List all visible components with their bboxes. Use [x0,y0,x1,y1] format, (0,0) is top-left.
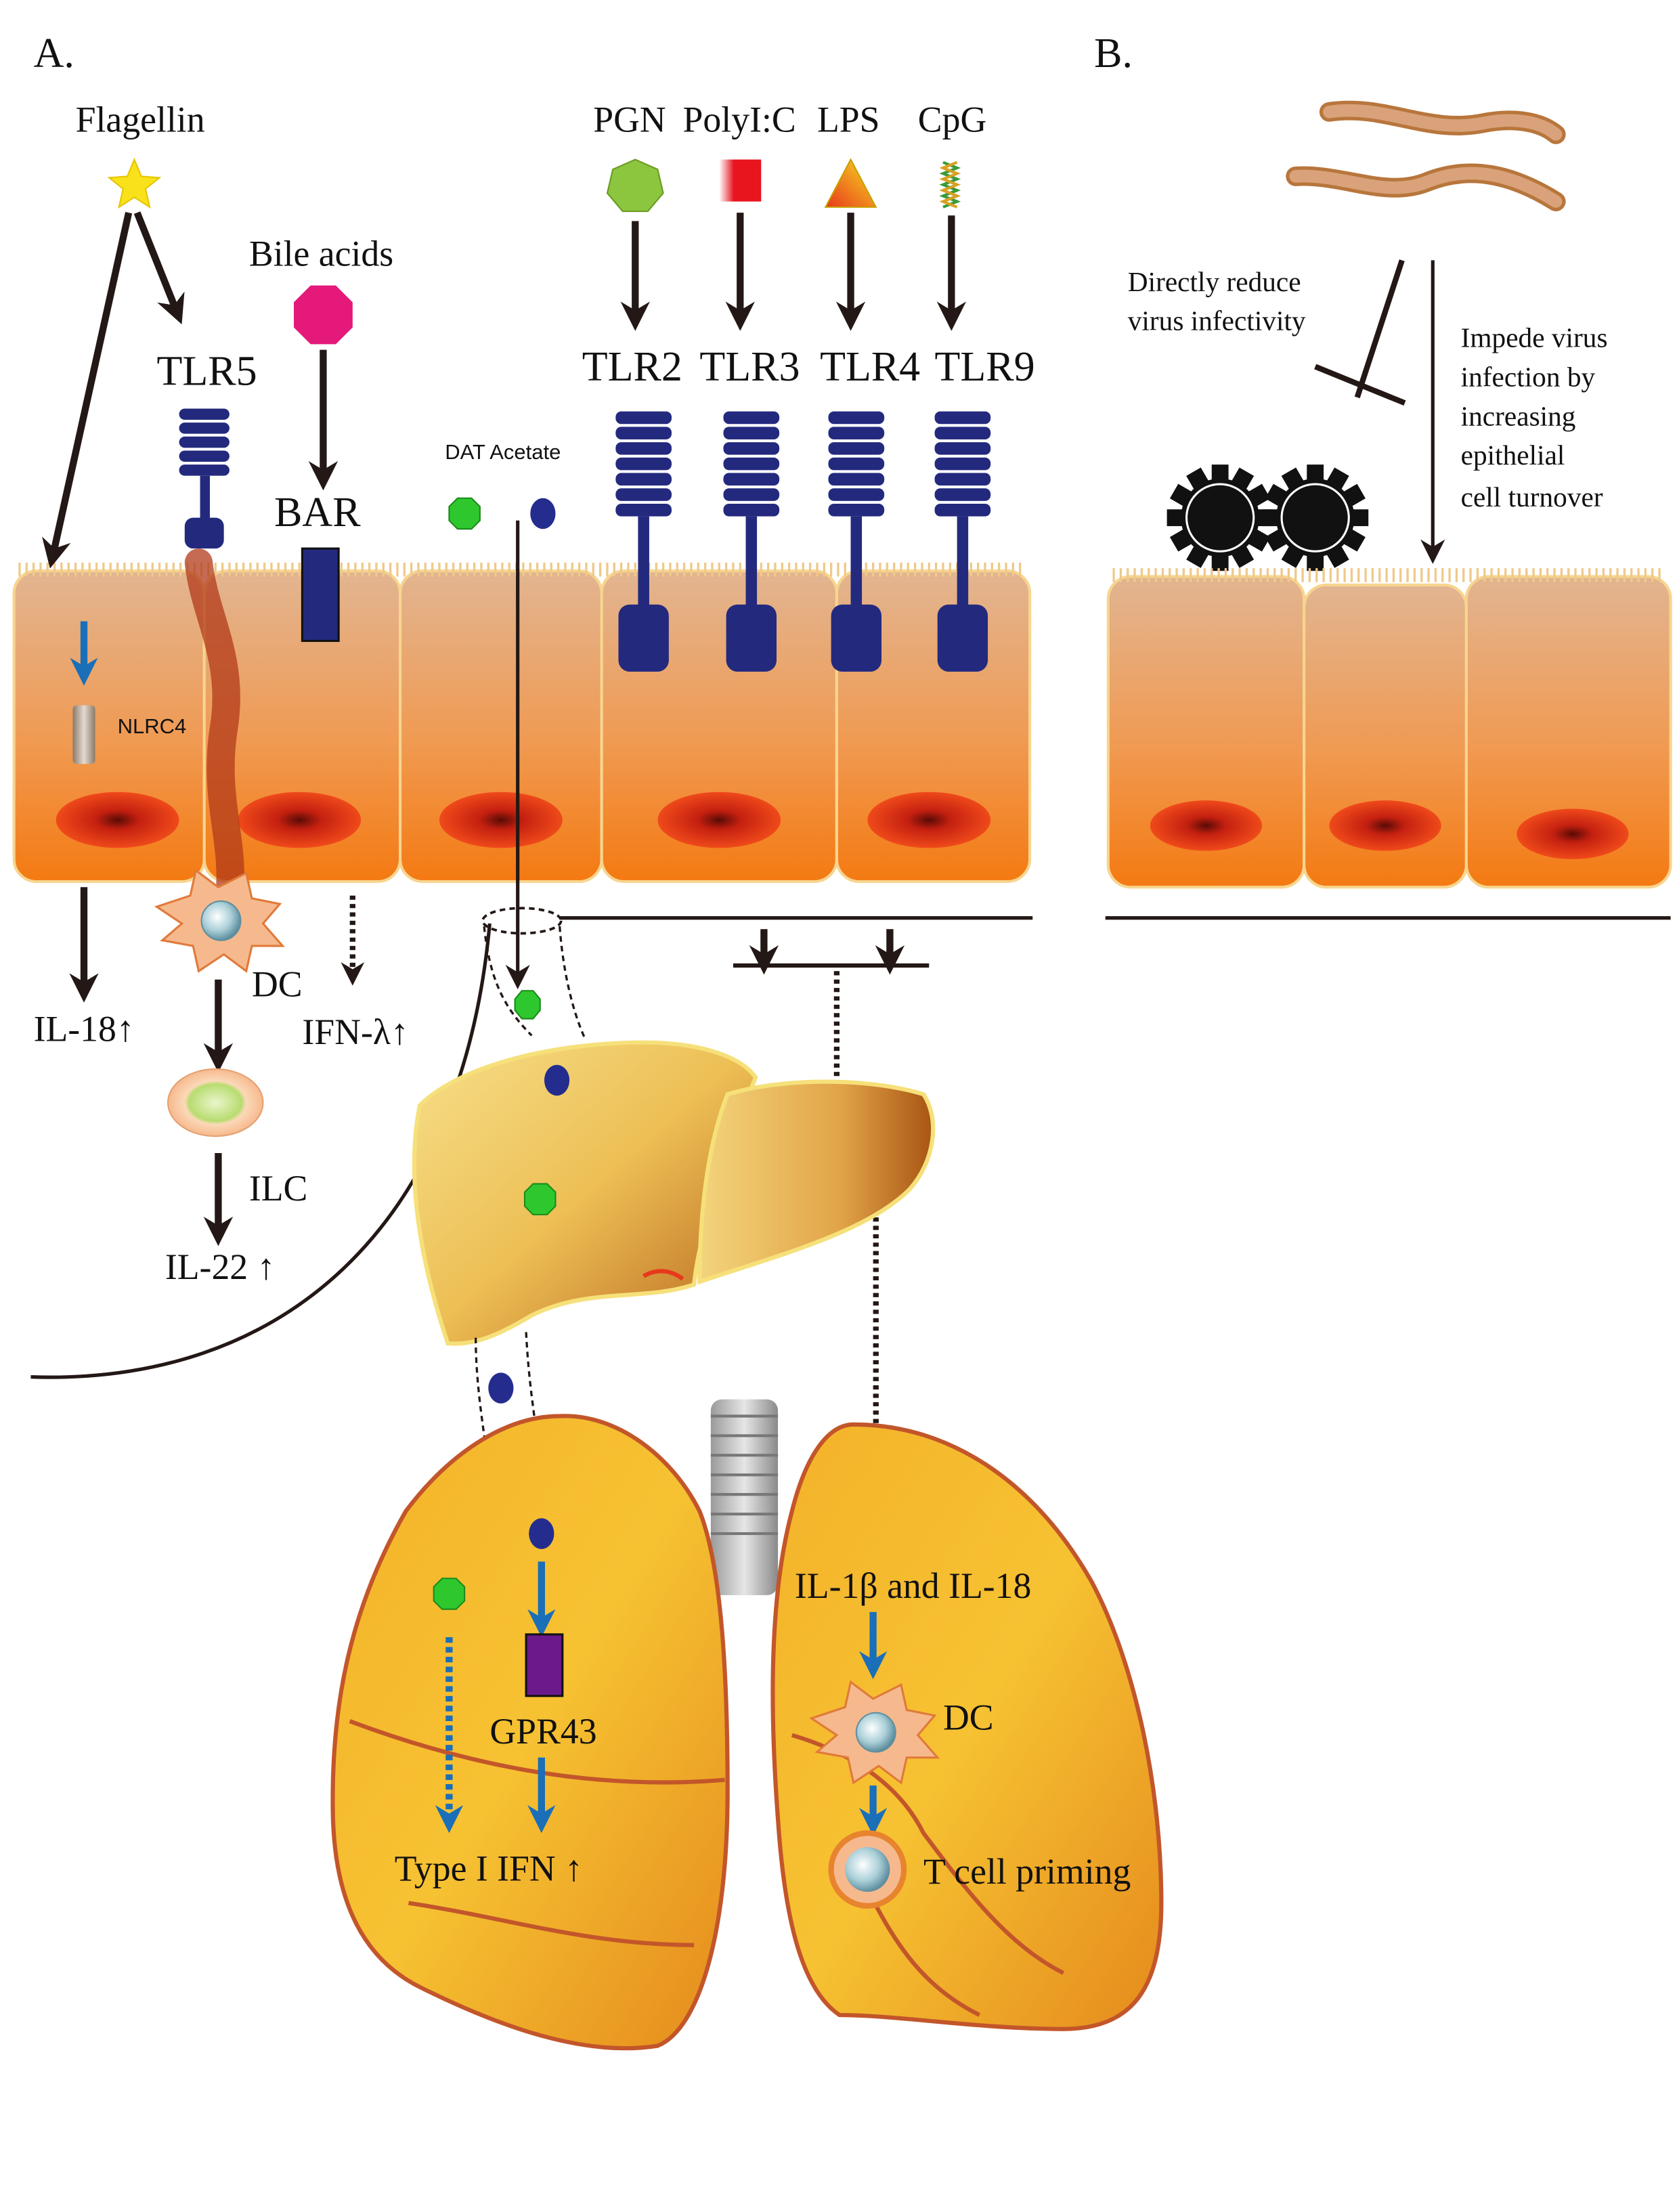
tlr5-label: TLR5 [156,348,257,394]
flagellin-star-icon [107,157,162,209]
polyic-label: PolyI:C [683,99,796,139]
dc-lung-icon [809,1680,940,1785]
virus-icon-2 [1261,463,1370,572]
flagellin-to-nlrc4-arrow [42,212,133,569]
polyic-icon [719,159,762,202]
impede-line3: increasing [1461,400,1576,431]
tlr9-receptor-icon [934,411,991,672]
bile-acids-label: Bile acids [249,234,393,274]
flagellin-to-tlr5-arrow [133,211,185,324]
ilc-icon [167,1068,264,1137]
impede-line5: cell turnover [1461,481,1603,513]
reduce-infectivity-line1: Directly reduce [1128,266,1301,297]
tlr2-label: TLR2 [582,344,682,390]
circulation-curve [30,923,492,1379]
gpr43-receptor-icon [525,1633,564,1697]
lps-triangle-icon [824,158,877,208]
tlr3-receptor-icon [723,411,780,672]
tlr9-label: TLR9 [935,344,1035,390]
flagellin-label: Flagellin [76,99,205,139]
tcell-priming-label: T cell priming [923,1851,1131,1892]
gpr43-label: GPR43 [489,1711,596,1752]
bar-receptor-icon [301,547,340,643]
dat-liver-icon [544,1064,570,1096]
inhibition-bar-icon [1314,259,1406,406]
tlr5-receptor-icon [179,408,230,549]
impede-line4: epithelial [1461,439,1565,471]
bar-label: BAR [274,490,361,536]
vessel-top-dashed [481,907,563,935]
lungs-illustration [330,1399,1164,2051]
nlrc4-icon [72,705,95,764]
reduce-infectivity-line2: virus infectivity [1128,305,1306,337]
panel-label-a: A. [34,30,74,77]
nlrc4-label: NLRC4 [118,714,187,738]
acetate-green-icon [448,497,481,530]
tcell-icon [828,1830,907,1909]
ilc-label: ILC [249,1168,308,1209]
cpg-dna-icon [939,160,961,209]
impede-line1: Impede virus [1461,322,1608,353]
dc-lung-label: DC [943,1697,994,1737]
impede-line2: infection by [1461,361,1596,392]
il22-label: IL-22 ↑ [165,1246,276,1287]
lps-label: LPS [817,99,880,139]
tlr2-receptor-icon [615,411,672,672]
acetate-vessel-icon [514,990,541,1020]
il1b-il18-label: IL-1β and IL-18 [795,1565,1032,1606]
dat-blue-icon [530,498,556,529]
acetate-lung-icon [433,1578,466,1610]
dc-dendrite [184,548,244,910]
acetate-liver-icon [523,1183,557,1215]
dat-vessel-icon [488,1372,514,1404]
type1-ifn-label: Type I IFN ↑ [395,1848,583,1889]
dat-acetate-label: DAT Acetate [445,440,561,464]
tlr4-label: TLR4 [820,344,920,390]
liver-illustration [412,1040,936,1346]
dc-gut-icon [154,868,285,973]
pgn-heptagon-icon [606,158,664,213]
bacteria-icon [1286,100,1566,212]
pgn-label: PGN [593,99,666,139]
dc-gut-label: DC [252,963,303,1004]
panel-label-b: B. [1094,30,1133,77]
bile-acid-octagon-icon [294,285,353,345]
ifn-lambda-label: IFN-λ↑ [302,1012,408,1052]
dat-lung-icon [529,1518,554,1549]
cpg-label: CpG [918,99,986,139]
virus-icon-1 [1166,463,1275,572]
tlr3-label: TLR3 [699,344,800,390]
epithelium-panel-b [1106,568,1672,889]
il18-label: IL-18↑ [34,1009,135,1049]
tlr4-receptor-icon [828,411,885,672]
